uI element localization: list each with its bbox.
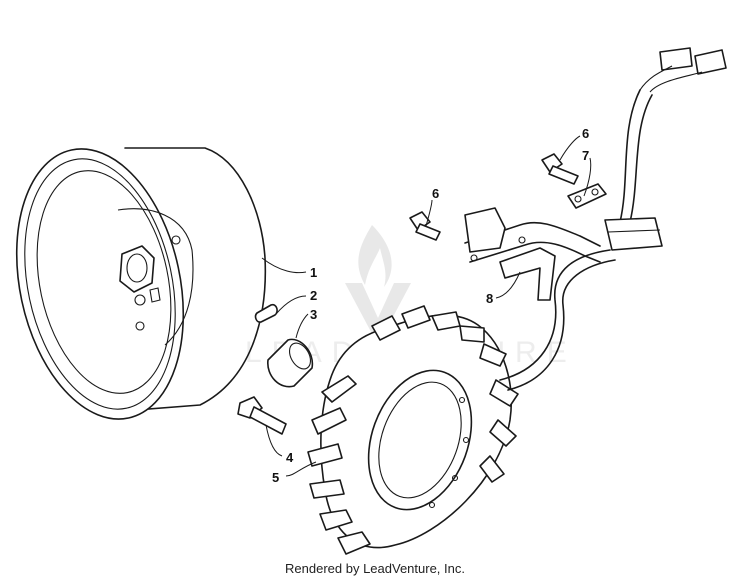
screw	[541, 153, 579, 185]
callout-1: 1	[310, 265, 317, 280]
flywheel	[15, 147, 267, 420]
flywheel-bolt-hole	[134, 294, 146, 306]
wire-grommet	[604, 217, 663, 251]
callout-3: 3	[310, 307, 317, 322]
callout-6: 6	[582, 126, 589, 141]
screw	[409, 211, 441, 241]
pickup-sensor	[464, 207, 506, 253]
wire-harness	[499, 47, 727, 391]
callout-4: 4	[286, 450, 294, 465]
callout-6: 6	[432, 186, 439, 201]
footer-credit: Rendered by LeadVenture, Inc.	[285, 561, 465, 576]
flywheel-bolt-hole	[135, 321, 145, 331]
spacer	[267, 338, 314, 388]
woodruff-key	[254, 303, 278, 323]
flywheel-bolt-hole	[171, 235, 181, 245]
stator-bolt	[237, 396, 287, 435]
callout-5: 5	[272, 470, 279, 485]
flywheel-nut	[119, 245, 155, 293]
pickup-bracket	[464, 207, 601, 301]
wire-clamp	[567, 183, 607, 209]
connector-plug	[659, 47, 693, 71]
connector-plug	[694, 49, 727, 75]
callout-8: 8	[486, 291, 493, 306]
callout-7: 7	[582, 148, 589, 163]
callout-2: 2	[310, 288, 317, 303]
stator	[307, 305, 519, 555]
